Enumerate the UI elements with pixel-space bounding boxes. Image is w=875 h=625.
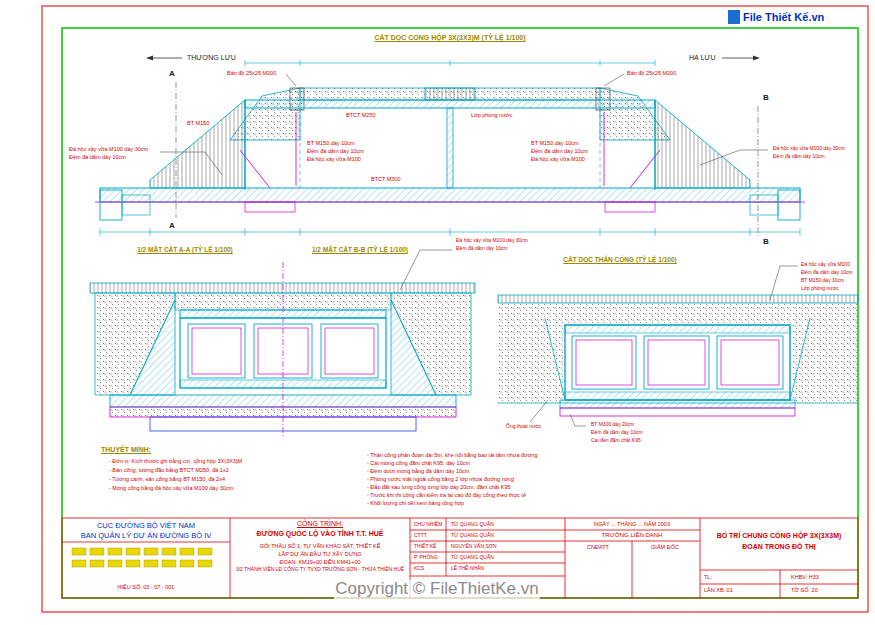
flow-label: HẠ LƯU <box>688 54 717 62</box>
callout-label: Đệm đá dăm dày 10cm <box>800 270 854 276</box>
note-line: - Đơn vị: Kích thước ghi bằng cm, cống h… <box>108 458 243 464</box>
callout-label: Ống thoát nước <box>505 424 542 430</box>
title-cell: CTTT <box>413 533 428 539</box>
title-cell: CHỦ NHIỆM <box>413 522 443 528</box>
title-cell: LẦN XB: 01 <box>703 587 734 593</box>
callout-label: Đá hộc xây vữa M100 <box>306 156 362 162</box>
callout-label: Đệm đá dăm dày 10cm <box>530 148 589 154</box>
notes-title: THUYẾT MINH: <box>100 446 152 454</box>
callout-label: Đệm đá dăm dày 10cm <box>772 154 826 160</box>
title-cell: BAN QUẢN LÝ DỰ ÁN ĐƯỜNG BỘ IV <box>80 532 213 540</box>
callout-label: Bản độ 25x25 M200 <box>626 70 677 76</box>
section-mark: B <box>762 238 770 247</box>
section-title: CẮT DỌC THÂN CỐNG (TỶ LỆ 1/100) <box>562 256 677 263</box>
drawing-title: BỐ TRÍ CHUNG CỐNG HỘP 3X(3X3M) <box>716 532 843 540</box>
callout-label: Lớp phòng nước <box>470 112 513 118</box>
callout-label: BTCT M250 <box>345 112 377 118</box>
title-cell: TRƯỜNG LIÊN DANH <box>601 532 664 539</box>
callout-label: Đệm đá dăm dày 10cm <box>455 246 509 252</box>
callout-label: BT M300 dày 20cm <box>590 422 635 428</box>
callout-label: Đá hộc xây vữa M100 dày 30cm <box>455 238 529 244</box>
section-title: CẮT DỌC CỐNG HỘP 3X(3X3)M (TỶ LỆ 1/100) <box>373 34 526 42</box>
flow-label: THƯỢNG LƯU <box>186 54 237 62</box>
section-title: 1/2 MẶT CẮT B-B (TỶ LỆ 1/100) <box>311 246 409 253</box>
title-cell: NGUYỄN VĂN SƠN <box>450 544 498 550</box>
title-cell: CÔNG TRÌNH: <box>296 520 344 528</box>
callout-label: BT M150 dày 10cm <box>306 140 356 146</box>
title-cell: LÊ THẾ NHÂN <box>450 566 485 572</box>
callout-label: BTCT M300 <box>370 176 402 182</box>
title-cell: GÓI THẦU SỐ 1: TƯ VẤN KHẢO SÁT, THIẾT KẾ <box>259 543 382 549</box>
note-line: - Móng cống bằng đá hộc xây vữa M100 dày… <box>108 485 234 491</box>
callout-label: Cát đen đầm chặt K95 <box>590 438 642 444</box>
callout-label: Đệm đá dăm dày 10cm <box>306 148 365 154</box>
callout-label: Bản độ 25x25 M200 <box>226 70 277 76</box>
callout-label: Đá hộc xây vữa M100 dày 30cm <box>68 146 149 152</box>
title-cell: TỪ QUANG QUÂN <box>450 555 495 561</box>
title-cell: HIỆU SỐ: 03 - 07 - 001 <box>117 584 176 590</box>
callout-label: Đá hộc xây vữa M100 <box>800 262 851 268</box>
callout-label: BT M150 dày 10cm <box>530 140 580 146</box>
section-mark: A <box>168 222 176 231</box>
note-line: - Bản cống, tường đầu bằng BTCT M250, đá… <box>108 467 230 473</box>
callout-label: Đệm đá dăm dày 10cm <box>590 430 644 436</box>
title-cell: CNĐATT <box>586 544 610 550</box>
note-line: - Đắp đất sau lưng cống từng lớp dày 20c… <box>366 484 512 490</box>
callout-label: Đá hộc xây vữa M100 dày 30cm <box>772 146 846 152</box>
note-line: - Cát móng cống đầm chặt K95, dày 10cm <box>366 460 471 466</box>
drawing-title: ĐOẠN TRONG ĐÔ THỊ <box>741 543 817 551</box>
title-cell: GIÁM ĐỐC <box>650 544 680 550</box>
title-cell: CỤC ĐƯỜNG BỘ VIỆT NAM <box>96 522 196 530</box>
section-mark: A <box>168 70 176 79</box>
title-cell: KHBV: H33 <box>790 574 820 580</box>
title-cell: 3/2 THÀNH VIÊN LĐ CÔNG TY TVXD TRƯỜNG SƠ… <box>235 567 405 573</box>
title-cell: TỪ QUANG QUÂN <box>450 522 495 528</box>
section-title: 1/2 MẶT CẮT A-A (TỶ LỆ 1/100) <box>136 246 234 253</box>
title-cell: TL: <box>703 574 713 580</box>
note-line: - Đệm dưới móng bằng đá dăm dày 10cm <box>366 468 470 474</box>
title-cell: TỪ QUANG QUÂN <box>450 533 495 539</box>
title-cell: TỜ SỐ: 20 <box>790 587 819 593</box>
title-cell: ĐƯỜNG QUỐC LỘ VÀO TỈNH T.T. HUẾ <box>256 530 385 538</box>
logo-text: File Thiết Kế.vn <box>742 11 825 23</box>
callout-label: BT M150 dày 10cm <box>800 278 845 284</box>
title-cell: ĐOẠN: KM19+00 ĐẾN KM41+00 <box>278 559 361 565</box>
title-cell: THIẾT KẾ <box>413 544 437 550</box>
title-cell: KCS <box>413 566 425 572</box>
note-line: - Tường cánh, sân cống bằng BT M150, đá … <box>108 476 226 482</box>
section-mark: B <box>762 94 770 103</box>
note-line: - Khối lượng chi tiết xem bảng tổng hợp <box>366 500 465 506</box>
note-line: - Thân cống phân đoạn dài 5m, khe nối bằ… <box>366 452 539 458</box>
callout-label: BT M150 <box>186 120 210 126</box>
title-cell: LẬP DỰ ÁN ĐẦU TƯ XÂY DỰNG <box>277 551 362 557</box>
title-cell: NGÀY ... THÁNG ... NĂM 2003 <box>593 521 671 527</box>
note-line: - Trước khi thi công cần kiểm tra lại ca… <box>366 492 527 498</box>
note-line: - Phòng nước mặt ngoài cống bằng 2 lớp n… <box>366 476 515 482</box>
callout-label: Đệm đá dăm dày 10cm <box>68 154 127 160</box>
title-cell: P. PHÒNG <box>413 555 439 561</box>
callout-label: Lớp phòng nước <box>800 286 839 292</box>
callout-label: Đá hộc xây vữa M100 <box>530 156 586 162</box>
watermark: Copyright © FileThietKe.vn <box>334 580 539 599</box>
